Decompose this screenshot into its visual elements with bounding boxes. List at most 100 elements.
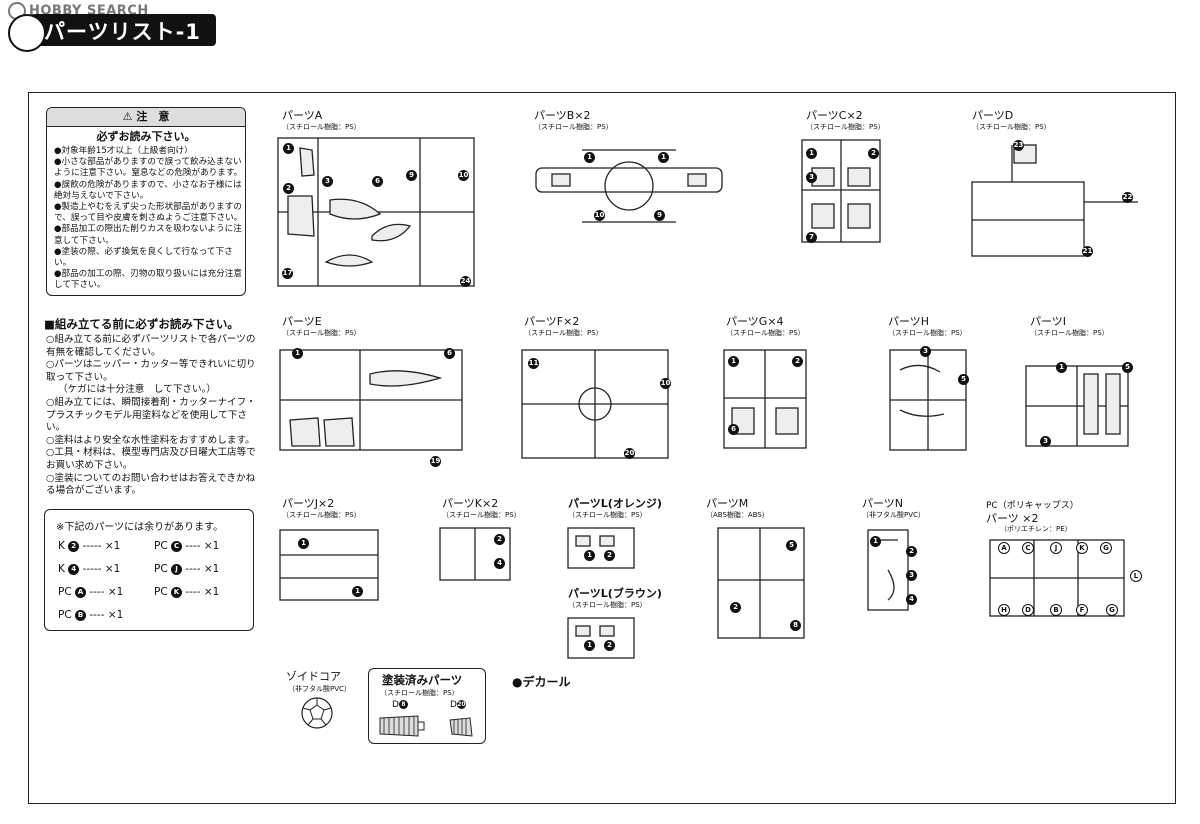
- part-m-material: （ABS樹脂：ABS）: [706, 511, 769, 519]
- before-assembly-title: ■組み立てる前に必ずお読み下さい。: [44, 317, 239, 331]
- callout-dot: G: [1100, 542, 1112, 554]
- callout-dot: K: [1076, 542, 1088, 554]
- callout-dot: 10: [660, 378, 671, 389]
- before-assembly-list: ○組み立てる前に必ずパーツリストで各パーツの有無を確認してください。 ○パーツは…: [46, 334, 258, 498]
- callout-dot: 24: [460, 276, 471, 287]
- caution-list: ●対象年齢15才以上（上級者向け） ●小さな部品がありますので誤って飲み込まない…: [54, 146, 244, 292]
- callout-dot: C: [1022, 542, 1034, 554]
- callout-dot: D: [1022, 604, 1034, 616]
- callout-dot: 19: [430, 456, 441, 467]
- callout-dot: 11: [528, 358, 539, 369]
- decal-label: ●デカール: [512, 675, 571, 689]
- before-item: ○工具・材料は、模型専門店及び日曜大工店等でお買い求め下さい。: [46, 447, 256, 471]
- before-item: ○組み立てには、瞬間接着剤・カッターナイフ・プラスチックモデル用塗料などを使用し…: [46, 396, 256, 434]
- part-f-name: パーツF×2: [524, 315, 580, 328]
- part-number-badge: 4: [68, 563, 80, 575]
- caution-item: ●製造上やむをえず尖った形状部品がありますので、誤って目や皮膚を刺さぬようご注意…: [54, 202, 243, 224]
- callout-dot: 3: [1040, 436, 1051, 447]
- spare-qty: ×1: [104, 540, 121, 552]
- callout-dot: 1: [870, 536, 881, 547]
- spare-row-pcc: PC C ---- ×1: [154, 540, 219, 552]
- callout-dot: 4: [494, 558, 505, 569]
- callout-dot: 1: [658, 152, 669, 163]
- before-item: ○塗装についてのお問い合わせはお答えできかねる場合がございます。: [46, 472, 256, 497]
- callout-dot: H: [998, 604, 1010, 616]
- part-i-material: （スチロール樹脂：PS）: [1030, 329, 1109, 337]
- part-k-material: （スチロール樹脂：PS）: [442, 511, 521, 519]
- callout-dot: 8: [790, 620, 801, 631]
- sprue-frame-b: [535, 167, 723, 193]
- caution-subheading: 必ずお読み下さい。: [96, 130, 196, 143]
- callout-dot: 10: [594, 210, 605, 221]
- part-a-name: パーツA: [282, 109, 323, 122]
- part-e-material: （スチロール樹脂：PS）: [282, 329, 361, 337]
- spare-prefix: K: [58, 563, 65, 575]
- part-l-orange-material: （スチロール樹脂：PS）: [568, 511, 647, 519]
- part-f-material: （スチロール樹脂：PS）: [524, 329, 603, 337]
- spare-dashes: ----: [89, 586, 105, 598]
- part-l-brown-material: （スチロール樹脂：PS）: [568, 601, 647, 609]
- callout-dot: 6: [444, 348, 455, 359]
- sprue-frame-l-brown: [567, 617, 635, 659]
- spare-prefix: PC: [58, 609, 72, 621]
- sprue-frame-d: [971, 181, 1085, 257]
- spare-prefix: PC: [154, 540, 168, 552]
- caution-heading-text: 注 意: [136, 110, 170, 123]
- part-n-name: パーツN: [862, 497, 904, 510]
- callout-dot: 9: [406, 170, 417, 181]
- callout-dot: 3: [806, 172, 817, 183]
- part-m-name: パーツM: [706, 497, 749, 510]
- spare-dashes: ----: [185, 586, 201, 598]
- spare-parts-title: ※下記のパーツには余りがあります。: [56, 522, 224, 533]
- before-item: ○組み立てる前に必ずパーツリストで各パーツの有無を確認してください。: [46, 334, 256, 358]
- callout-dot: 1: [283, 143, 294, 154]
- sprue-frame-j: [279, 529, 379, 601]
- spare-prefix: PC: [58, 586, 72, 598]
- spare-prefix: K: [58, 540, 65, 552]
- callout-dot: 2: [494, 534, 505, 545]
- callout-dot: 7: [806, 232, 817, 243]
- callout-dot: J: [1050, 542, 1062, 554]
- callout-dot: 5: [958, 374, 969, 385]
- part-number-badge: A: [75, 586, 87, 598]
- callout-dot: 2: [792, 356, 803, 367]
- caution-item: ●小さな部品がありますので誤って飲み込まないように注意下さい。窒息などの危険があ…: [54, 157, 243, 179]
- part-number-badge: 8: [398, 700, 408, 709]
- callout-dot: A: [998, 542, 1010, 554]
- spare-qty: ×1: [107, 609, 124, 621]
- callout-dot: 3: [920, 346, 931, 357]
- spare-prefix: PC: [154, 586, 168, 598]
- callout-dot: 1: [728, 356, 739, 367]
- parts-list-frame: [28, 92, 1176, 804]
- callout-dot: F: [1076, 604, 1088, 616]
- part-number-badge: B: [75, 609, 87, 621]
- spare-row-pcb: PC B ---- ×1: [58, 609, 123, 621]
- spare-dashes: ----: [185, 563, 201, 575]
- callout-dot: 1: [806, 148, 817, 159]
- callout-dot: 1: [352, 586, 363, 597]
- part-i-name: パーツI: [1030, 315, 1067, 328]
- part-j-material: （スチロール樹脂：PS）: [282, 511, 361, 519]
- callout-dot: 1: [584, 640, 595, 651]
- title-bar: [20, 14, 216, 46]
- callout-dot: 6: [728, 424, 739, 435]
- part-b-name: パーツB×2: [534, 109, 591, 122]
- spare-dashes: ----: [185, 540, 201, 552]
- sprue-frame-m: [717, 527, 805, 639]
- part-b-material: （スチロール樹脂：PS）: [534, 123, 613, 131]
- painted-part-right-label: D20: [450, 700, 466, 710]
- zoid-core-icon: [301, 697, 333, 729]
- callout-dot: 2: [604, 550, 615, 561]
- spare-row-pca: PC A ---- ×1: [58, 586, 123, 598]
- callout-dot: 10: [458, 170, 469, 181]
- painted-left-prefix: D: [392, 700, 399, 710]
- callout-dot: 1: [584, 550, 595, 561]
- part-number-badge: C: [171, 540, 183, 552]
- callout-dot: 1: [292, 348, 303, 359]
- painted-parts-box: [368, 668, 486, 744]
- part-pc-prefix: PC（ポリキャップス）: [986, 501, 1079, 511]
- title-emblem-icon: [8, 14, 46, 52]
